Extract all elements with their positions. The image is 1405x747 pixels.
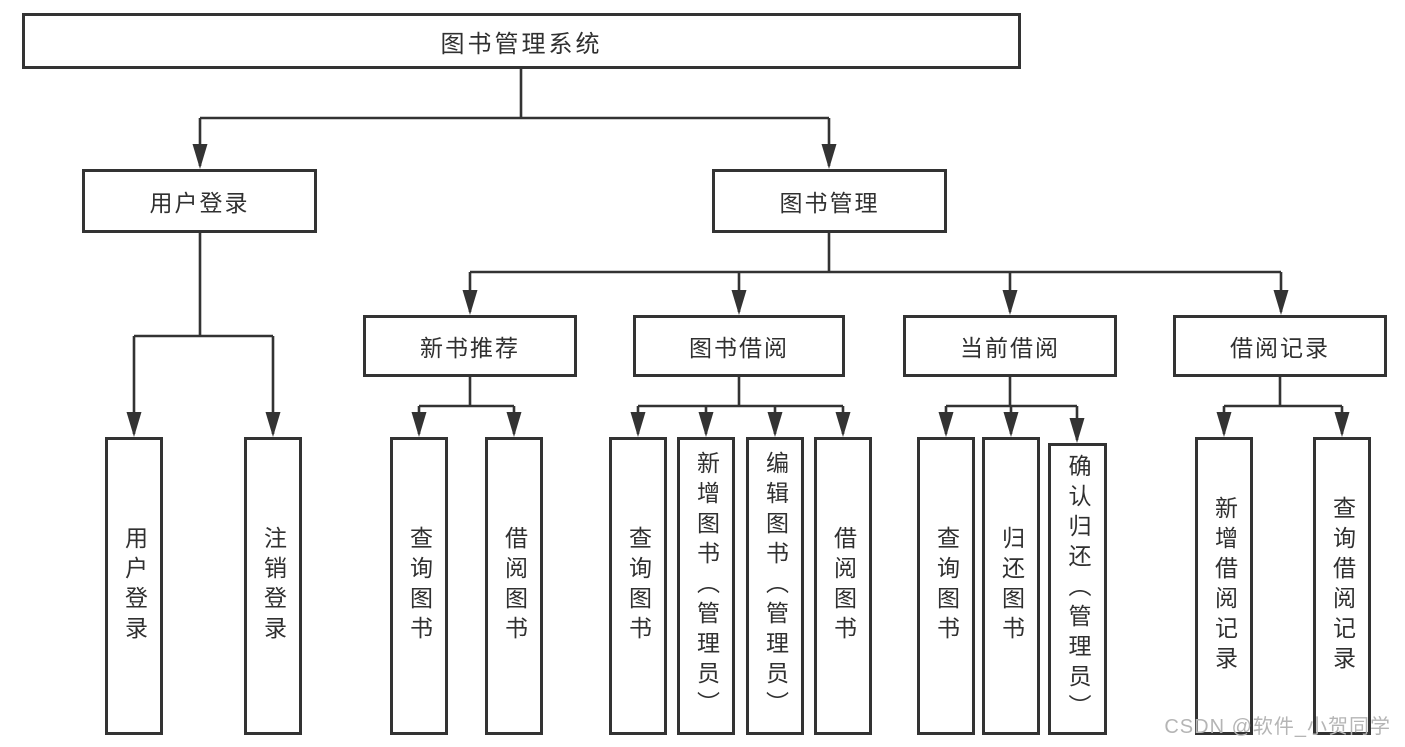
leaf-label: 借阅图书 bbox=[830, 526, 857, 646]
leaf-label: 查询图书 bbox=[406, 526, 433, 646]
node-leaf-recommend-query-book: 查询图书 bbox=[390, 437, 448, 735]
arrowhead-icons bbox=[126, 144, 1350, 443]
leaf-label: 新增图书（管理员） bbox=[693, 451, 720, 721]
node-current-borrowing: 当前借阅 bbox=[903, 315, 1117, 377]
connector-lines bbox=[132, 69, 1344, 440]
node-leaf-borrowing-borrow-book: 借阅图书 bbox=[814, 437, 872, 735]
node-leaf-confirm-return-admin: 确认归还（管理员） bbox=[1048, 443, 1107, 735]
node-user-login-module: 用户登录 bbox=[82, 169, 317, 233]
leaf-label: 归还图书 bbox=[998, 526, 1025, 646]
leaf-label: 编辑图书（管理员） bbox=[762, 451, 789, 721]
leaf-label: 查询借阅记录 bbox=[1329, 496, 1356, 676]
leaf-label: 查询图书 bbox=[625, 526, 652, 646]
node-book-management-module: 图书管理 bbox=[712, 169, 947, 233]
leaf-label: 借阅图书 bbox=[501, 526, 528, 646]
node-root-library-system: 图书管理系统 bbox=[22, 13, 1021, 69]
node-leaf-borrowing-query-book: 查询图书 bbox=[609, 437, 667, 735]
leaf-label: 确认归还（管理员） bbox=[1065, 454, 1091, 724]
node-borrowing-records: 借阅记录 bbox=[1173, 315, 1387, 377]
node-leaf-current-query-book: 查询图书 bbox=[917, 437, 975, 735]
node-leaf-add-book-admin: 新增图书（管理员） bbox=[677, 437, 735, 735]
node-book-borrowing: 图书借阅 bbox=[633, 315, 845, 377]
leaf-label: 新增借阅记录 bbox=[1211, 496, 1238, 676]
node-leaf-add-borrow-record: 新增借阅记录 bbox=[1195, 437, 1253, 735]
node-leaf-logout: 注销登录 bbox=[244, 437, 302, 735]
node-leaf-query-borrow-record: 查询借阅记录 bbox=[1313, 437, 1371, 735]
node-leaf-user-login: 用户登录 bbox=[105, 437, 163, 735]
leaf-label: 用户登录 bbox=[121, 526, 148, 646]
node-leaf-return-book: 归还图书 bbox=[982, 437, 1040, 735]
leaf-label: 查询图书 bbox=[933, 526, 960, 646]
node-leaf-recommend-borrow-book: 借阅图书 bbox=[485, 437, 543, 735]
node-leaf-edit-book-admin: 编辑图书（管理员） bbox=[746, 437, 804, 735]
leaf-label: 注销登录 bbox=[260, 526, 287, 646]
node-new-book-recommend: 新书推荐 bbox=[363, 315, 577, 377]
